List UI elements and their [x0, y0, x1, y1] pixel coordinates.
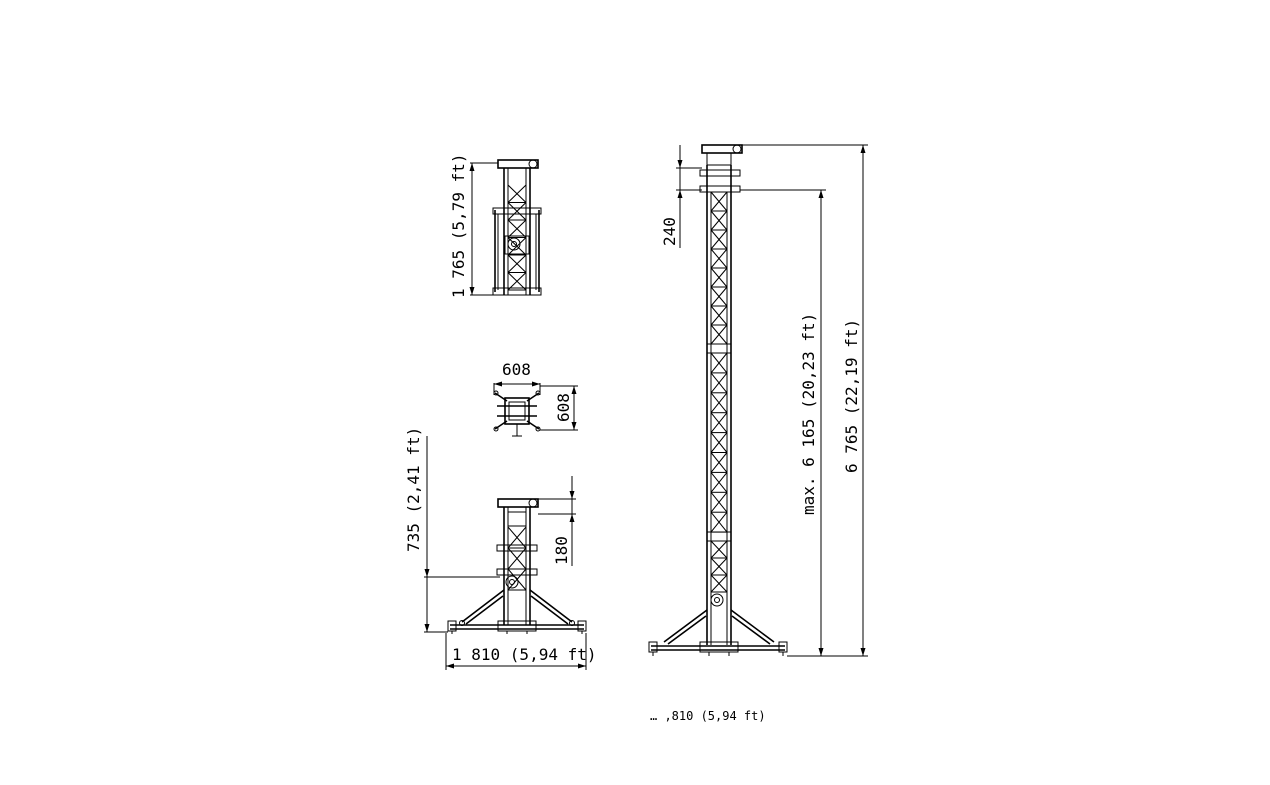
base-gap-label: 180	[552, 536, 571, 565]
base-view: 735 (2,41 ft) 180 1 810 (5,94 ft)	[404, 427, 597, 670]
base-width-label: 1 810 (5,94 ft)	[452, 645, 597, 664]
extended-tower-view: 240 max. 6 165 (20,23 ft) 6 765 (22,19 f…	[648, 144, 868, 657]
max-height-label: max. 6 165 (20,23 ft)	[799, 313, 818, 515]
top-section-label: 240	[660, 217, 679, 246]
top-view: 608 608	[493, 360, 578, 437]
overall-height-label: 6 765 (22,19 ft)	[842, 319, 861, 473]
folded-tower-view: 1 765 (5,79 ft)	[449, 154, 542, 299]
top-depth-label: 608	[554, 393, 573, 422]
base-height-label: 735 (2,41 ft)	[404, 427, 423, 552]
top-width-label: 608	[502, 360, 531, 379]
folded-height-label: 1 765 (5,79 ft)	[449, 154, 468, 299]
cropped-caption: … ,810 (5,94 ft)	[650, 709, 766, 723]
